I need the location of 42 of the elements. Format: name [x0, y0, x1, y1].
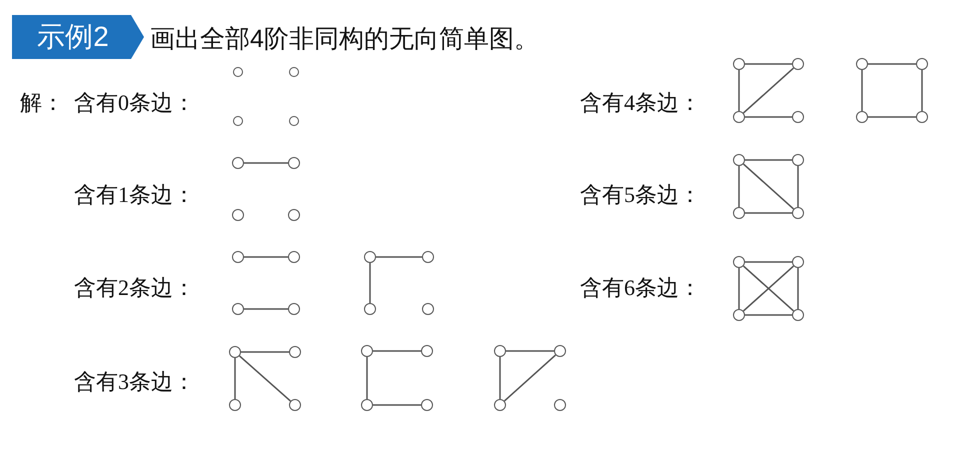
graph-edge — [738, 166, 740, 207]
graph-edge — [797, 166, 799, 207]
graph-edge — [234, 358, 236, 399]
graph-edge — [738, 268, 740, 309]
row-label: 含有0条边： — [74, 89, 195, 117]
graph-edge — [738, 70, 740, 111]
row-label: 含有6条边： — [580, 274, 701, 302]
row-label: 含有5条边： — [580, 181, 701, 209]
arrow-tab — [12, 15, 144, 59]
graph-edge — [369, 263, 371, 303]
graph-edge — [366, 357, 368, 399]
graph-edge — [861, 70, 863, 111]
graph-edge — [745, 159, 792, 161]
graph-edge — [244, 162, 288, 164]
graph-edge — [745, 314, 792, 316]
graph-edge — [506, 350, 554, 352]
answer-prefix: 解： — [20, 89, 64, 117]
graph-edge — [868, 116, 916, 118]
graph-edge — [244, 308, 288, 310]
graph-edge — [504, 354, 556, 402]
tab-title: 示例2 — [37, 21, 109, 53]
graph-edge — [745, 63, 792, 65]
graph-edge — [868, 63, 916, 65]
graph-edge — [742, 163, 794, 210]
row-label: 含有1条边： — [74, 181, 195, 209]
graph-edge — [499, 357, 501, 399]
row-label: 含有3条边： — [74, 368, 195, 396]
graph-edge — [742, 67, 794, 114]
graph-edge — [376, 256, 422, 258]
row-label: 含有4条边： — [580, 89, 701, 117]
graph-edge — [373, 350, 421, 352]
row-label: 含有2条边： — [74, 274, 195, 302]
graph-edge — [373, 404, 421, 406]
graph-edge — [745, 212, 792, 214]
graph-edge — [745, 116, 792, 118]
graph-edge — [244, 256, 288, 258]
graph-edge — [797, 268, 799, 309]
graph-edge — [921, 70, 923, 111]
graph-edge — [745, 261, 792, 263]
title-text: 画出全部4阶非同构的无向简单图。 — [150, 24, 539, 55]
graph-edge — [241, 351, 289, 353]
graph-edge — [239, 355, 291, 402]
